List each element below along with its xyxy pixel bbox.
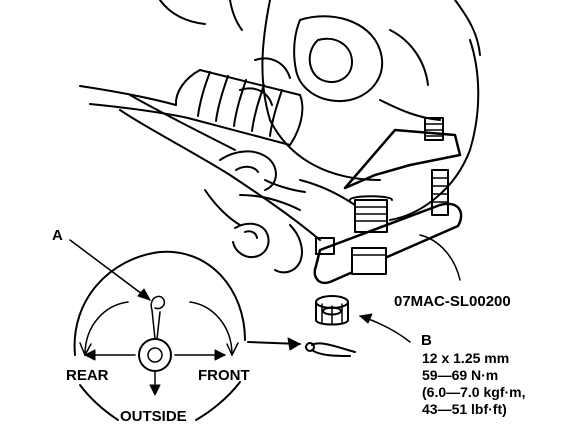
spec-thread-size: 12 x 1.25 mm — [422, 350, 510, 366]
orientation-inset — [73, 250, 246, 421]
knuckle-illustration — [79, 0, 481, 274]
spec-torque-nm: 59—69 N·m — [422, 367, 499, 383]
callout-b-label: B — [421, 332, 432, 349]
rear-label: REAR — [66, 367, 109, 384]
spec-torque-kgfm: (6.0—7.0 kgf·m, — [422, 384, 526, 400]
ball-joint-remover-tool — [313, 117, 463, 285]
outside-label: OUTSIDE — [120, 408, 187, 425]
spec-torque-lbfft: 43—51 lbf·ft) — [422, 401, 507, 417]
callout-a-label: A — [52, 227, 63, 244]
cotter-pin — [305, 342, 356, 357]
castle-nut — [315, 295, 349, 326]
front-label: FRONT — [198, 367, 250, 384]
tool-part-number-label: 07MAC-SL00200 — [394, 293, 511, 310]
